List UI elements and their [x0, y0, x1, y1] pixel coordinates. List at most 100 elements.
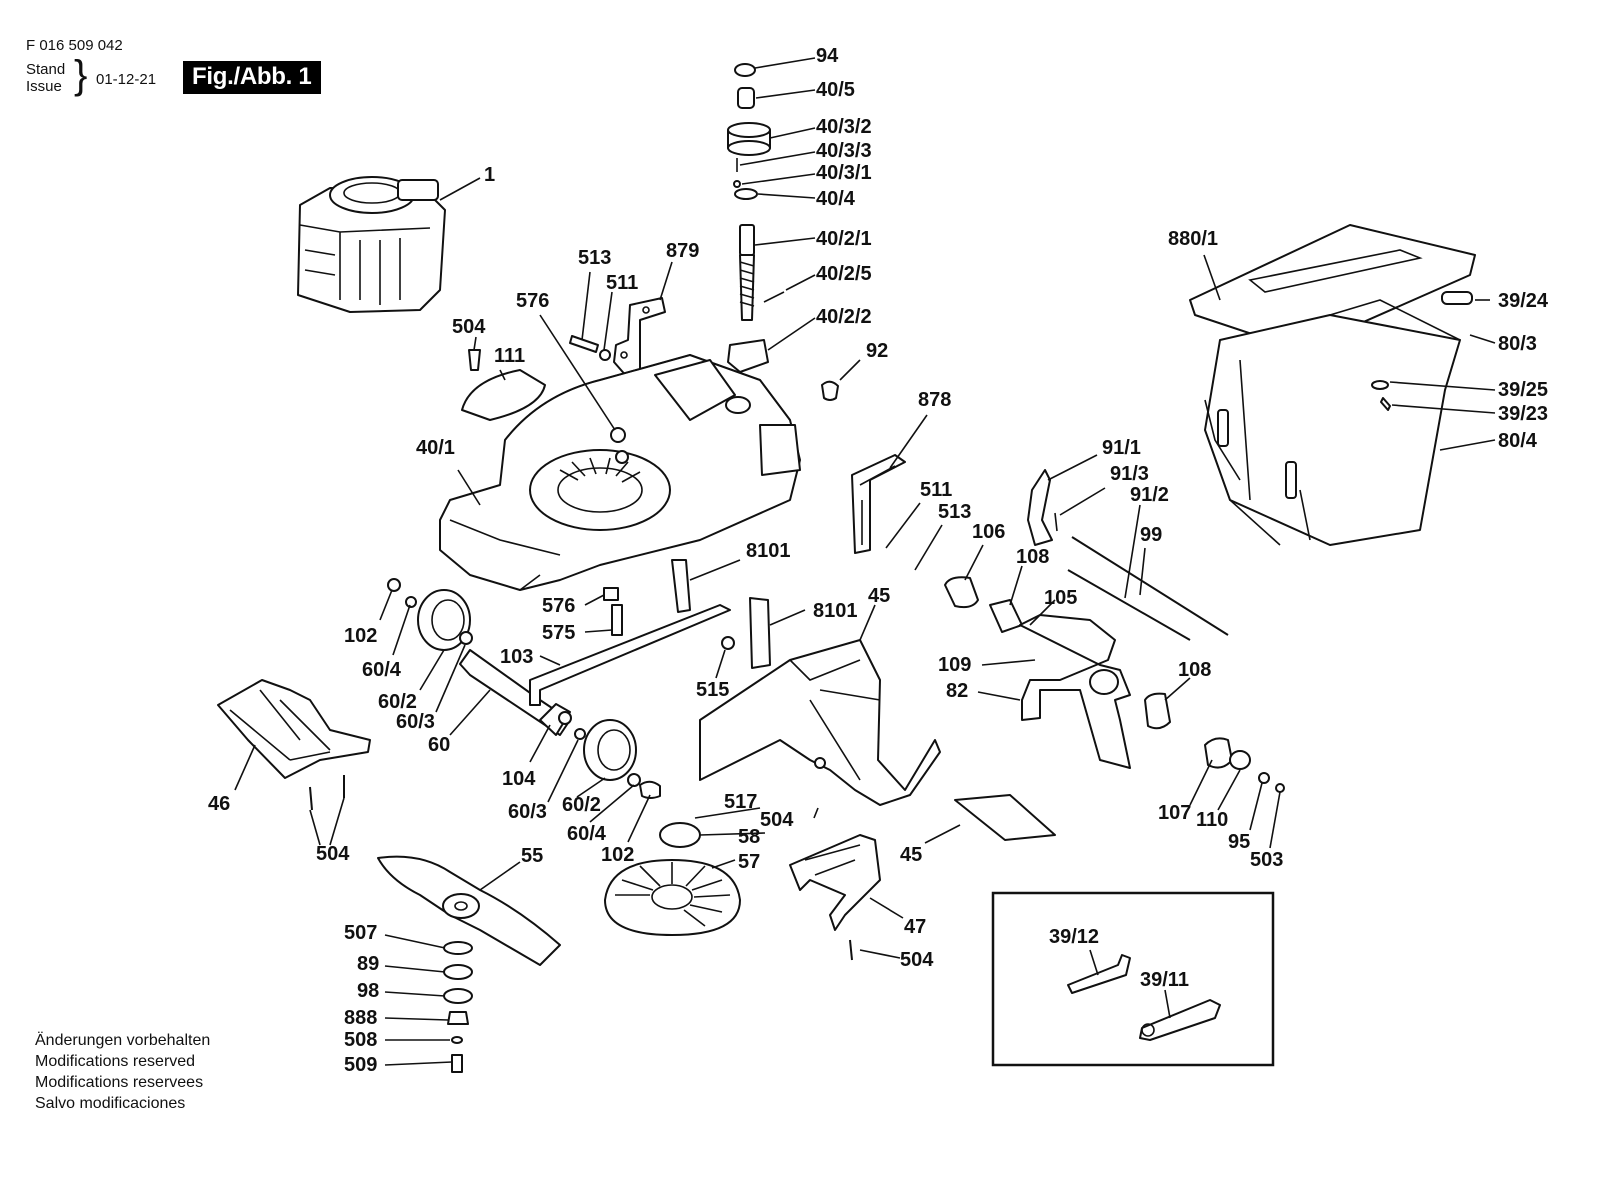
- notice-line-de: Änderungen vorbehalten: [35, 1032, 211, 1049]
- callout-labels: 94 40/5 40/3/2 40/3/3 40/3/1 40/4 40/2/1…: [208, 45, 1549, 1076]
- callout: 40/3/3: [816, 140, 872, 162]
- tools-box: [991, 891, 1275, 1067]
- callout: 39/24: [1498, 290, 1549, 312]
- callout: 39/12: [1049, 926, 1099, 948]
- callout: 511: [606, 272, 638, 294]
- callout: 103: [500, 646, 533, 668]
- callout: 60/3: [508, 801, 547, 823]
- callout: 40/2/5: [816, 263, 872, 285]
- callout: 102: [601, 844, 634, 866]
- callout: 82: [946, 680, 968, 702]
- callout: 878: [918, 389, 951, 411]
- axle-hardware: [1204, 737, 1285, 793]
- stand-label: Stand: [26, 61, 66, 78]
- callout: 8101: [813, 600, 858, 622]
- callout: 107: [1158, 802, 1191, 824]
- callout: 515: [696, 679, 729, 701]
- callout: 576: [542, 595, 575, 617]
- callout: 503: [1250, 849, 1283, 871]
- callout: 513: [938, 501, 971, 523]
- callout: 108: [1178, 659, 1211, 681]
- rear-flap-45: [699, 639, 941, 806]
- callout: 879: [666, 240, 699, 262]
- callout: 60/2: [562, 794, 601, 816]
- callout: 8101: [746, 540, 791, 562]
- notice-line-en: Modifications reserved: [35, 1053, 196, 1070]
- document-number: F 016 509 042: [26, 37, 123, 54]
- callout: 40/4: [816, 188, 856, 210]
- figure-label: Fig./Abb. 1: [183, 61, 322, 94]
- callout: 60/3: [396, 711, 435, 733]
- callout: 58: [738, 826, 760, 848]
- callout: 106: [972, 521, 1005, 543]
- leader-lines: [234, 57, 1496, 1066]
- callout: 55: [521, 845, 543, 867]
- callout: 105: [1044, 587, 1077, 609]
- engine-part: [297, 176, 446, 313]
- callout: 880/1: [1168, 228, 1218, 250]
- callout: 504: [760, 809, 794, 831]
- callout: 99: [1140, 524, 1162, 546]
- callout: 507: [344, 922, 377, 944]
- callout: 91/1: [1102, 437, 1141, 459]
- callout: 504: [316, 843, 350, 865]
- callout: 92: [866, 340, 888, 362]
- issue-date: 01-12-21: [96, 71, 157, 88]
- modifications-notice: Änderungen vorbehalten Modifications res…: [35, 1030, 210, 1114]
- callout: 89: [357, 953, 379, 975]
- callout: 80/3: [1498, 333, 1537, 355]
- callout: 39/11: [1140, 969, 1189, 991]
- callout: 111: [494, 345, 525, 367]
- callout: 80/4: [1498, 430, 1538, 452]
- callout: 98: [357, 980, 379, 1002]
- fan-assembly: [604, 822, 741, 936]
- callout: 60: [428, 734, 450, 756]
- notice-line-fr: Modifications reservees: [35, 1074, 204, 1091]
- callout: 517: [724, 791, 757, 813]
- callout: 60/4: [567, 823, 607, 845]
- callout: 40/3/1: [816, 162, 872, 184]
- rear-guard-47: [789, 794, 1056, 961]
- callout: 511: [920, 479, 952, 501]
- callout: 39/23: [1498, 403, 1548, 425]
- stand-issue-labels: Stand Issue: [26, 61, 65, 95]
- callout: 91/3: [1110, 463, 1149, 485]
- callout: 104: [502, 768, 536, 790]
- callout: 40/1: [416, 437, 455, 459]
- bracket-878: [851, 454, 906, 554]
- callout: 108: [1016, 546, 1049, 568]
- blade-assembly: [377, 855, 561, 1073]
- callout: 91/2: [1130, 484, 1169, 506]
- callout: 40/3/2: [816, 116, 872, 138]
- callout: 110: [1196, 809, 1228, 831]
- callout: 46: [208, 793, 230, 815]
- notice-line-es: Salvo modificaciones: [35, 1095, 186, 1112]
- callout: 45: [900, 844, 922, 866]
- callout: 504: [900, 949, 934, 971]
- grass-catcher-part: [1189, 224, 1476, 546]
- callout: 40/2/1: [816, 228, 872, 250]
- callout: 57: [738, 851, 760, 873]
- callout: 509: [344, 1054, 377, 1076]
- height-rod: [529, 559, 771, 706]
- mower-deck-part: [439, 354, 801, 591]
- rear-axle-parts: [944, 469, 1229, 769]
- callout: 94: [816, 45, 839, 67]
- callout: 576: [516, 290, 549, 312]
- callout: 109: [938, 654, 971, 676]
- brace-glyph: }: [74, 53, 88, 97]
- callout: 60/4: [362, 659, 402, 681]
- handle-knob-stack: [727, 63, 839, 401]
- callout: 60/2: [378, 691, 417, 713]
- callout: 40/2/2: [816, 306, 872, 328]
- callout: 39/25: [1498, 379, 1548, 401]
- front-wheel-assembly: [387, 578, 586, 740]
- callout: 513: [578, 247, 611, 269]
- callout: 102: [344, 625, 377, 647]
- rear-wheel-part: [583, 719, 661, 799]
- callout: 504: [452, 316, 486, 338]
- callout: 40/5: [816, 79, 855, 101]
- callout: 888: [344, 1007, 377, 1029]
- callout: 575: [542, 622, 575, 644]
